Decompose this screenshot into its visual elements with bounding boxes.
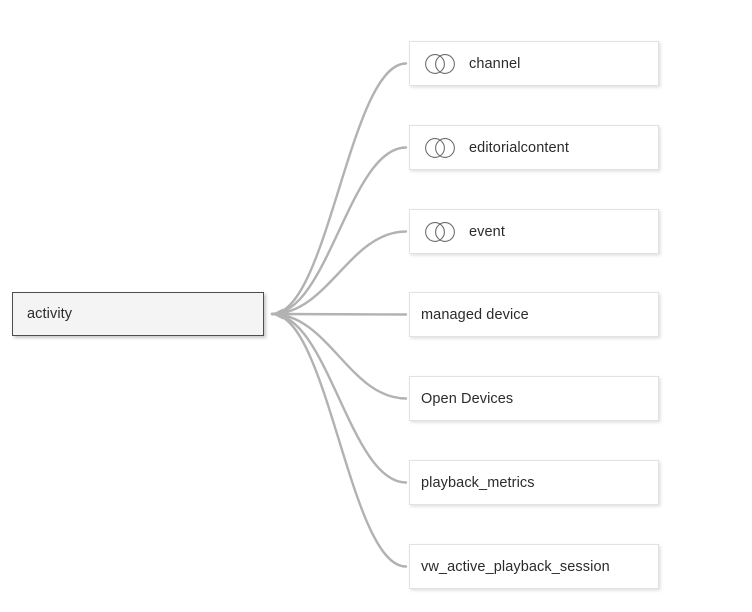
- edge-to-channel: [270, 62, 408, 316]
- venn-overlapping-circles-icon: [425, 53, 455, 74]
- edge-to-vw-active-playback-session: [270, 312, 408, 568]
- node-managed-device[interactable]: managed device: [409, 292, 659, 337]
- root-node-activity[interactable]: activity: [12, 292, 264, 336]
- node-label: editorialcontent: [469, 139, 569, 156]
- node-vw-active-playback-session[interactable]: vw_active_playback_session: [409, 544, 659, 589]
- node-label: Open Devices: [421, 390, 514, 407]
- node-playback-metrics[interactable]: playback_metrics: [409, 460, 659, 505]
- node-label: channel: [469, 55, 521, 72]
- node-label: vw_active_playback_session: [421, 558, 610, 575]
- node-label: playback_metrics: [421, 474, 535, 491]
- node-editorialcontent[interactable]: editorialcontent: [409, 125, 659, 170]
- node-label: event: [469, 223, 505, 240]
- venn-overlapping-circles-icon: [425, 137, 455, 158]
- edge-to-managed-device: [270, 312, 408, 316]
- edge-to-editorialcontent: [270, 146, 408, 316]
- node-open-devices[interactable]: Open Devices: [409, 376, 659, 421]
- edge-arrow-head: [272, 308, 283, 320]
- node-event[interactable]: event: [409, 209, 659, 254]
- edge-to-playback-metrics: [270, 312, 408, 484]
- venn-overlapping-circles-icon: [425, 221, 455, 242]
- node-channel[interactable]: channel: [409, 41, 659, 86]
- node-label: managed device: [421, 306, 529, 323]
- root-node-label: activity: [27, 306, 73, 322]
- edge-to-open-devices: [270, 312, 408, 400]
- edge-to-event: [270, 230, 408, 316]
